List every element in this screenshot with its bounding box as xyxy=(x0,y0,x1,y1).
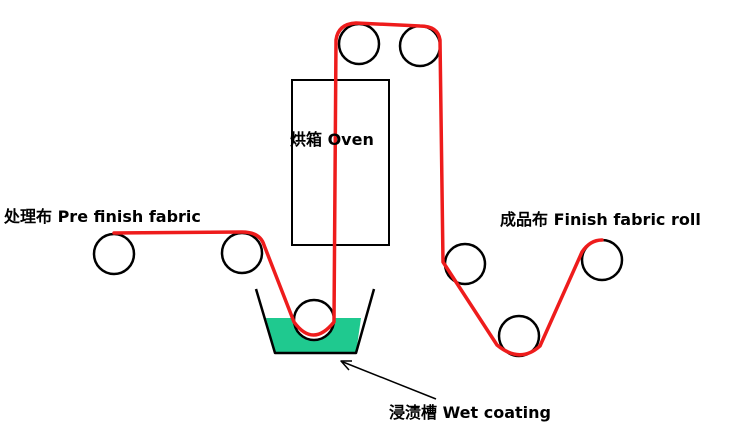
finish-fabric-roll-label: 成品布 Finish fabric roll xyxy=(500,210,701,229)
rollers xyxy=(92,22,624,358)
roller-descend xyxy=(443,242,487,286)
pre-finish-fabric-label: 处理布 Pre finish fabric xyxy=(3,207,201,226)
wet-coating-label: 浸渍槽 Wet coating xyxy=(389,403,551,422)
roller-infeed-2 xyxy=(220,231,264,275)
fabric-path xyxy=(112,21,604,357)
roller-top-1 xyxy=(337,22,381,66)
roller-infeed-1 xyxy=(92,232,136,276)
bath-outline xyxy=(254,288,376,355)
roller-top-2 xyxy=(398,24,442,68)
wet-coating-arrow xyxy=(340,360,437,400)
oven-label: 烘箱 Oven xyxy=(290,130,374,149)
oven-box xyxy=(291,79,390,246)
